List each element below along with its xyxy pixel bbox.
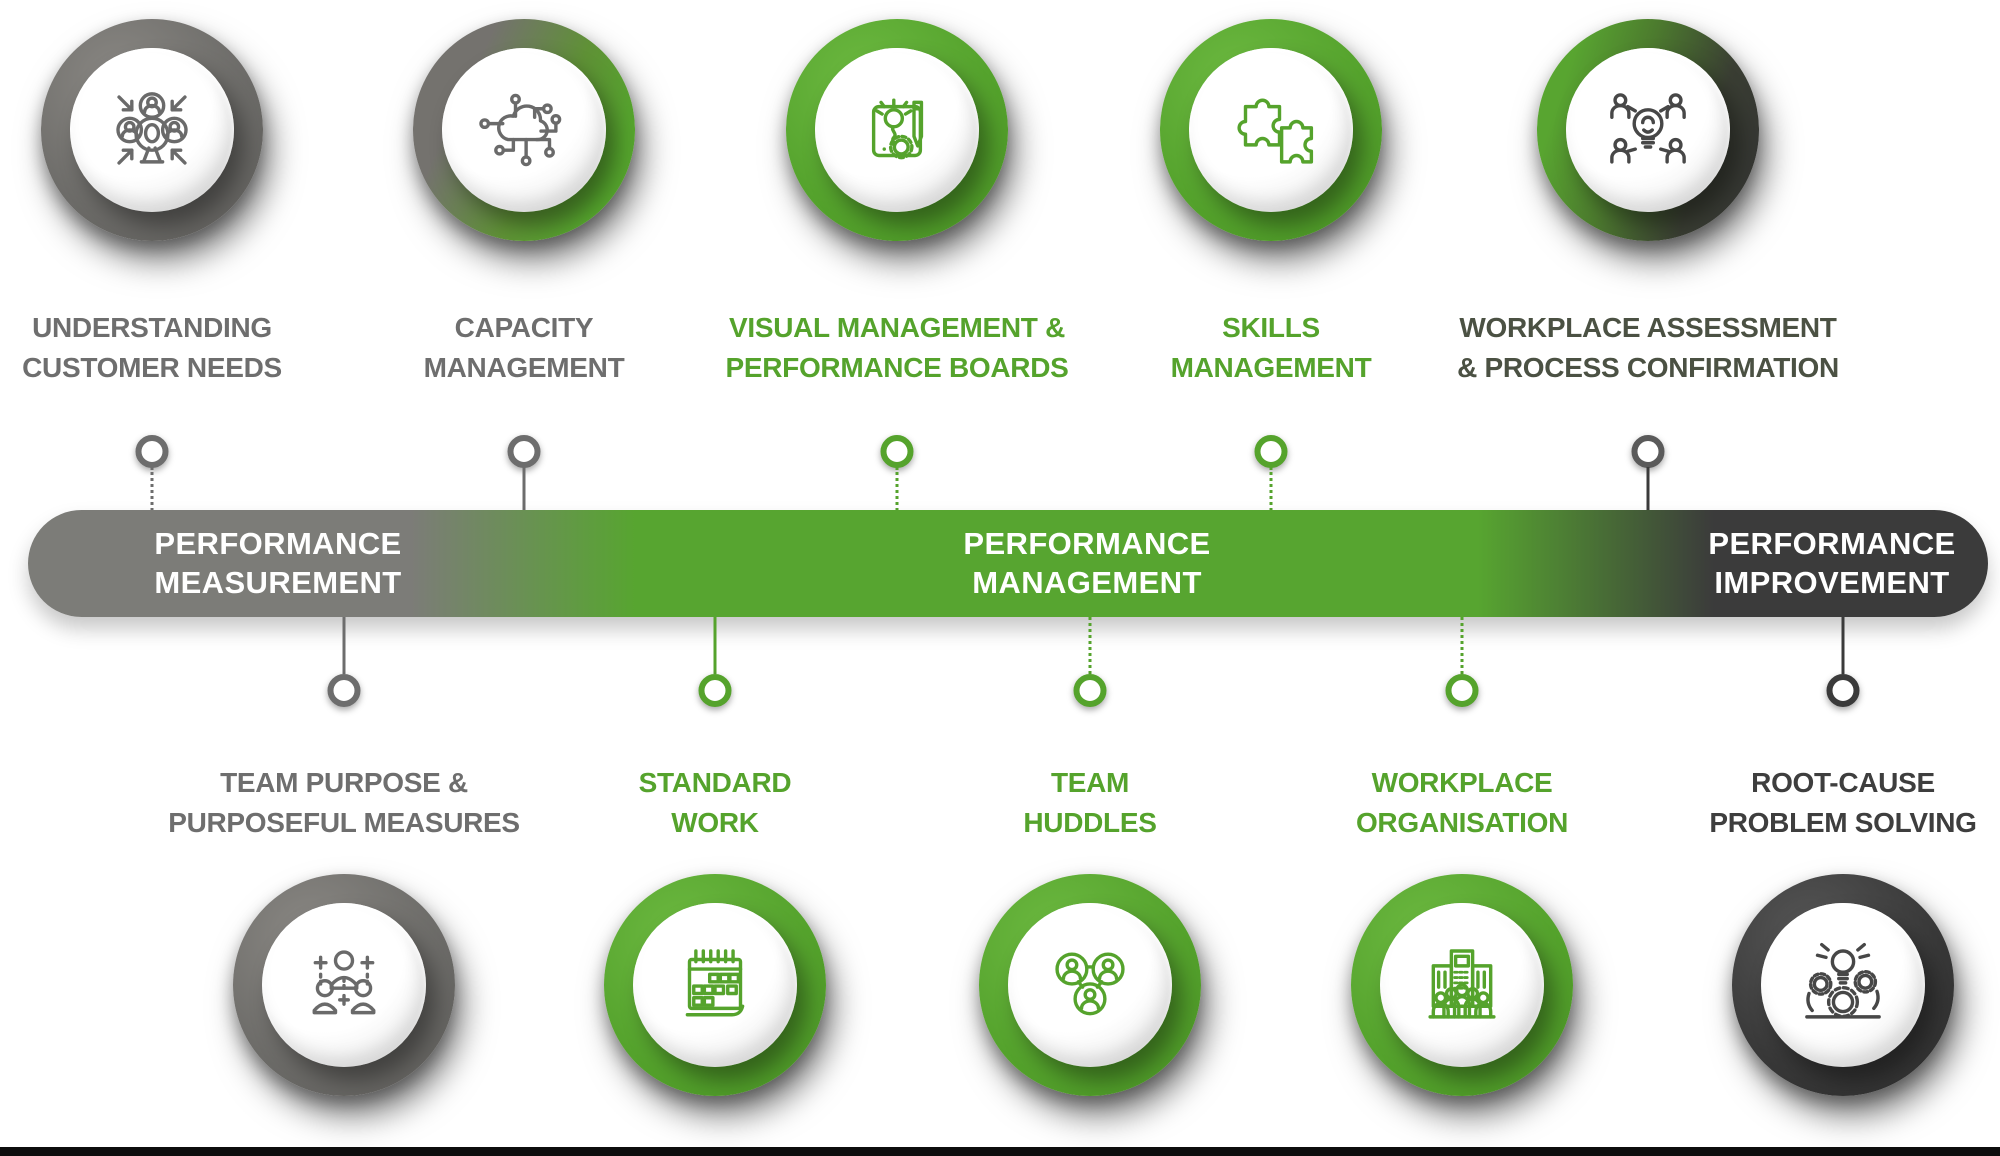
top-label-visual-management: VISUAL MANAGEMENT & PERFORMANCE BOARDS (627, 308, 1167, 388)
connector-dot (1826, 674, 1860, 707)
connector-line (1841, 617, 1845, 674)
huddle-icon (1055, 952, 1125, 1016)
circle-face (1380, 903, 1544, 1067)
bottom-circle-standard-work (604, 874, 826, 1096)
circle-face (1189, 48, 1353, 212)
label-line: PROBLEM SOLVING (1709, 807, 1977, 838)
label-line: MEASUREMENT (154, 565, 402, 600)
label-line: SKILLS (1222, 312, 1320, 343)
team-idea-icon (1610, 93, 1686, 164)
circle-face (1566, 48, 1730, 212)
connector-line (1269, 467, 1273, 511)
top-label-skills-management: SKILLS MANAGEMENT (1001, 308, 1541, 388)
connector-line (342, 617, 346, 674)
circle-face (1761, 903, 1925, 1067)
bottom-border (0, 1147, 2000, 1156)
bottom-label-team-purpose: TEAM PURPOSE & PURPOSEFUL MEASURES (74, 763, 614, 843)
label-line: WORKPLACE ASSESSMENT (1459, 312, 1837, 343)
connector-dot (880, 435, 914, 468)
cloud-network-icon (479, 93, 562, 167)
circle-face (262, 903, 426, 1067)
circle-face (70, 48, 234, 212)
label-line: CUSTOMER NEEDS (22, 352, 282, 383)
connector-dot (1631, 435, 1665, 468)
label-line: PERFORMANCE (963, 526, 1211, 561)
top-circle-skills-management (1160, 19, 1382, 241)
people-focus-icon (116, 92, 188, 165)
connector-dot (135, 435, 169, 468)
circle-face (633, 903, 797, 1067)
bottom-circle-root-cause (1732, 874, 1954, 1096)
connector-line (713, 617, 717, 674)
label-line: PERFORMANCE (1708, 526, 1956, 561)
connector-dot (1445, 674, 1479, 707)
label-line: STANDARD (638, 767, 792, 798)
bottom-label-root-cause: ROOT-CAUSE PROBLEM SOLVING (1573, 763, 2000, 843)
bottom-label-team-huddles: TEAM HUDDLES (820, 763, 1360, 843)
label-line: MANAGEMENT (972, 565, 1202, 600)
connector-line (522, 467, 526, 511)
label-line: MANAGEMENT (423, 352, 625, 383)
puzzle-icon (1237, 98, 1314, 164)
label-line: TEAM (1050, 767, 1130, 798)
label-line: WORK (671, 807, 759, 838)
label-line: & PROCESS CONFIRMATION (1457, 352, 1839, 383)
connector-line (1646, 467, 1650, 511)
label-line: PERFORMANCE BOARDS (725, 352, 1069, 383)
label-line: ORGANISATION (1355, 807, 1569, 838)
connector-line (1460, 617, 1464, 674)
label-line: PERFORMANCE (154, 526, 402, 561)
top-circle-capacity-management (413, 19, 635, 241)
connector-dot (698, 674, 732, 707)
connector-line (895, 467, 899, 511)
connector-dot (327, 674, 361, 707)
connector-dot (1254, 435, 1288, 468)
connector-dot (507, 435, 541, 468)
label-line: CAPACITY (454, 312, 594, 343)
bar-label-performance-measurement: PERFORMANCE MEASUREMENT (18, 524, 538, 602)
label-line: PURPOSEFUL MEASURES (168, 807, 520, 838)
circle-face (1008, 903, 1172, 1067)
label-line: UNDERSTANDING (32, 312, 272, 343)
label-line: ROOT-CAUSE (1751, 767, 1935, 798)
label-line: MANAGEMENT (1170, 352, 1372, 383)
connector-line (150, 467, 154, 511)
root-cause-icon (1805, 942, 1881, 1019)
bottom-circle-team-purpose (233, 874, 455, 1096)
circle-face (815, 48, 979, 212)
circle-face (442, 48, 606, 212)
top-circle-understanding-customer-needs (41, 19, 263, 241)
label-line: WORKPLACE (1371, 767, 1553, 798)
org-boards-icon (1428, 949, 1496, 1019)
bottom-circle-workplace-organisation (1351, 874, 1573, 1096)
top-circle-visual-management (786, 19, 1008, 241)
bottom-circle-team-huddles (979, 874, 1201, 1096)
timeline-bar (28, 510, 1988, 617)
label-line: TEAM PURPOSE & (220, 767, 468, 798)
connector-line (1088, 617, 1092, 674)
top-label-understanding-customer-needs: UNDERSTANDING CUSTOMER NEEDS (0, 308, 422, 388)
calendar-icon (685, 949, 745, 1017)
bar-label-performance-management: PERFORMANCE MANAGEMENT (827, 524, 1347, 602)
top-label-workplace-assessment: WORKPLACE ASSESSMENT & PROCESS CONFIRMAT… (1378, 308, 1918, 388)
label-line: IMPROVEMENT (1714, 565, 1950, 600)
top-label-capacity-management: CAPACITY MANAGEMENT (254, 308, 794, 388)
connector-dot (1073, 674, 1107, 707)
team-purpose-icon (312, 950, 376, 1015)
label-line: HUDDLES (1023, 807, 1157, 838)
idea-board-icon (871, 98, 924, 160)
top-circle-workplace-assessment (1537, 19, 1759, 241)
label-line: VISUAL MANAGEMENT & (728, 312, 1065, 343)
bottom-label-standard-work: STANDARD WORK (445, 763, 985, 843)
bottom-label-workplace-organisation: WORKPLACE ORGANISATION (1192, 763, 1732, 843)
bar-label-performance-improvement: PERFORMANCE IMPROVEMENT (1572, 524, 2000, 602)
